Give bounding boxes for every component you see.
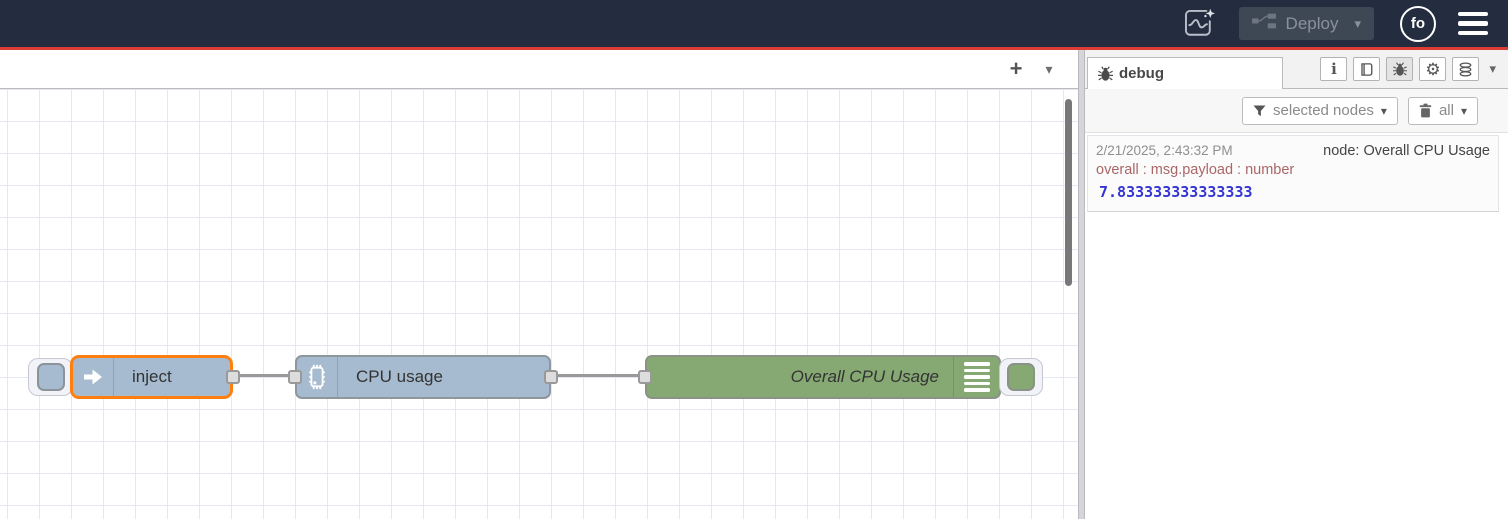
inject-arrow-icon bbox=[73, 358, 114, 396]
filter-label: selected nodes bbox=[1273, 102, 1374, 119]
flow-canvas[interactable]: inject CPU usage Overall CP bbox=[0, 89, 1078, 519]
filter-icon bbox=[1253, 104, 1266, 116]
sidebar-options-caret[interactable]: ▾ bbox=[1489, 61, 1496, 76]
inject-trigger-button[interactable] bbox=[37, 363, 65, 391]
clear-messages-button[interactable]: all ▾ bbox=[1407, 96, 1478, 125]
database-icon bbox=[1460, 61, 1472, 77]
trash-icon bbox=[1419, 103, 1432, 118]
filter-caret: ▾ bbox=[1380, 103, 1387, 118]
inject-button-well bbox=[28, 358, 73, 396]
message-value[interactable]: 7.833333333333333 bbox=[1099, 183, 1253, 201]
main-area: + ▾ inject bbox=[0, 50, 1508, 519]
bug-icon bbox=[1098, 66, 1113, 81]
info-icon: i bbox=[1331, 60, 1337, 78]
clear-label: all bbox=[1438, 102, 1454, 119]
workspace-column: + ▾ inject bbox=[0, 50, 1078, 519]
inject-output-port[interactable] bbox=[226, 370, 240, 384]
user-avatar[interactable]: fo bbox=[1400, 5, 1436, 42]
deploy-dropdown-caret[interactable]: ▾ bbox=[1354, 15, 1361, 31]
filter-button[interactable]: selected nodes ▾ bbox=[1242, 96, 1398, 125]
header-bar: Deploy ▾ fo bbox=[0, 0, 1508, 50]
node-label: inject bbox=[132, 367, 172, 386]
cpu-output-port[interactable] bbox=[544, 370, 558, 384]
tab-debug-label: debug bbox=[1119, 65, 1164, 82]
book-icon bbox=[1361, 62, 1373, 76]
node-label: Overall CPU Usage bbox=[790, 367, 939, 386]
sidebar-resize-handle[interactable] bbox=[1078, 50, 1085, 519]
clear-caret: ▾ bbox=[1460, 103, 1467, 118]
main-menu-icon[interactable] bbox=[1458, 11, 1488, 36]
debug-button-well bbox=[999, 358, 1043, 396]
node-inject[interactable]: inject bbox=[70, 355, 233, 399]
debug-tab-button[interactable] bbox=[1386, 57, 1414, 81]
node-cpu-usage[interactable]: CPU usage bbox=[295, 355, 551, 399]
sidebar-tab-bar: debug i bbox=[1085, 50, 1508, 89]
canvas-scrollbar[interactable] bbox=[1065, 99, 1072, 286]
tab-debug[interactable]: debug bbox=[1087, 57, 1283, 89]
message-source-node[interactable]: node: Overall CPU Usage bbox=[1323, 143, 1490, 159]
debug-message-list: 2/21/2025, 2:43:32 PM node: Overall CPU … bbox=[1085, 133, 1508, 519]
flow-list-caret[interactable]: ▾ bbox=[1045, 60, 1053, 77]
config-nodes-tab-button[interactable]: ⚙ bbox=[1419, 57, 1447, 81]
debug-toolbar: selected nodes ▾ all ▾ bbox=[1085, 89, 1508, 133]
deploy-button[interactable]: Deploy ▾ bbox=[1238, 7, 1374, 40]
add-flow-button[interactable]: + bbox=[1009, 56, 1023, 81]
flow-tab-bar: + ▾ bbox=[0, 50, 1078, 89]
help-tab-button[interactable] bbox=[1353, 57, 1381, 81]
message-timestamp: 2/21/2025, 2:43:32 PM bbox=[1096, 143, 1233, 158]
debug-sidebar: debug i bbox=[1085, 50, 1508, 519]
message-property[interactable]: overall : msg.payload : number bbox=[1096, 162, 1295, 178]
context-data-tab-button[interactable] bbox=[1452, 57, 1480, 81]
node-overall-cpu-usage[interactable]: Overall CPU Usage bbox=[645, 355, 1001, 399]
bug-icon bbox=[1392, 62, 1407, 76]
wire-cpu-to-debug[interactable] bbox=[550, 374, 646, 377]
debug-toggle-button[interactable] bbox=[1007, 363, 1035, 391]
debug-list-icon bbox=[953, 357, 999, 397]
gear-icon: ⚙ bbox=[1425, 59, 1441, 79]
sidebar-icon-buttons: i ⚙ bbox=[1320, 57, 1502, 81]
cpu-chip-icon bbox=[297, 357, 338, 397]
deploy-label: Deploy bbox=[1285, 13, 1339, 33]
deploy-icon bbox=[1251, 13, 1276, 34]
info-tab-button[interactable]: i bbox=[1320, 57, 1348, 81]
node-label: CPU usage bbox=[356, 367, 443, 386]
wire-inject-to-cpu[interactable] bbox=[232, 374, 296, 377]
debug-input-port[interactable] bbox=[638, 370, 652, 384]
debug-message[interactable]: 2/21/2025, 2:43:32 PM node: Overall CPU … bbox=[1087, 135, 1499, 212]
ai-assistant-icon[interactable] bbox=[1177, 3, 1221, 45]
cpu-input-port[interactable] bbox=[288, 370, 302, 384]
